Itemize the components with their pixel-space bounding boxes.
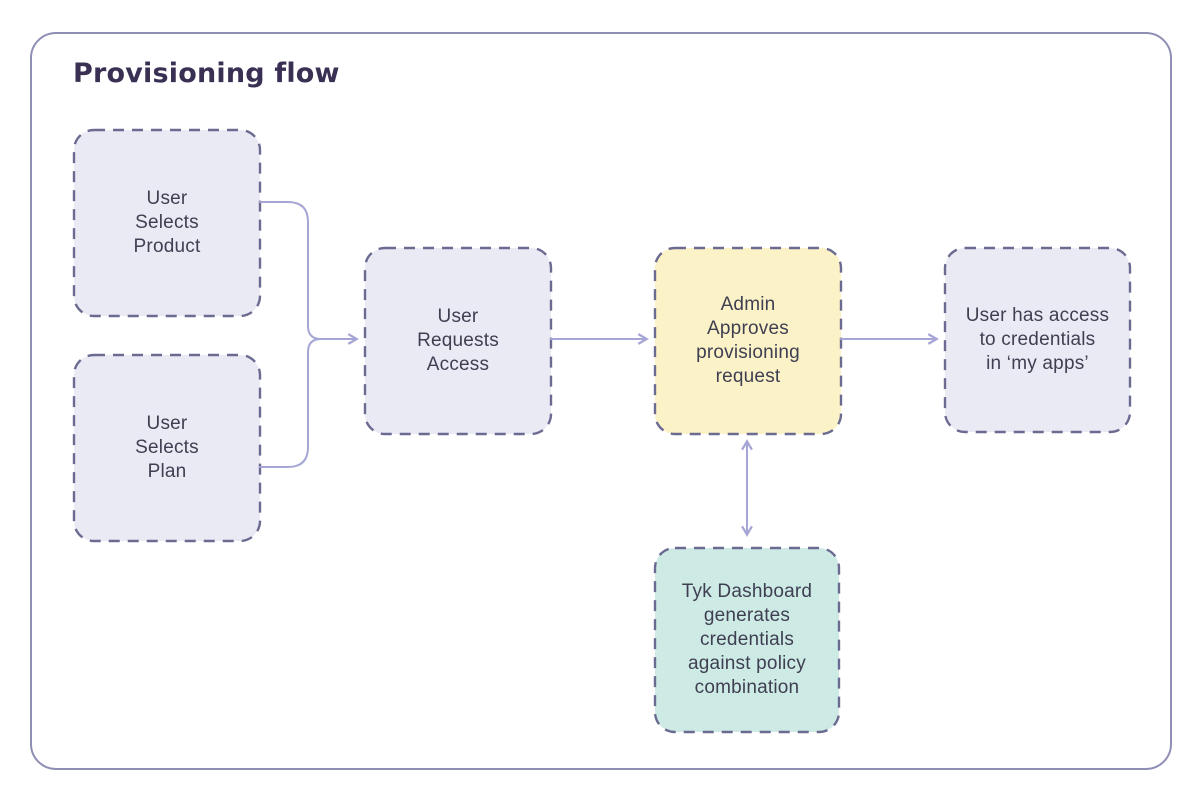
node-label-user-selects-product: User Selects Product xyxy=(133,188,201,257)
node-box-user-requests-access xyxy=(363,246,553,436)
node-box-admin-approves xyxy=(653,246,843,436)
node-box-user-selects-product xyxy=(72,128,262,318)
connector-product-to-request xyxy=(259,201,359,345)
node-box-user-has-access xyxy=(943,246,1132,434)
diagram-title: Provisioning flow xyxy=(73,58,340,89)
diagram-frame xyxy=(30,32,1172,770)
node-label-admin-approves: Admin Approves provisioning request xyxy=(696,294,800,387)
node-box-tyk-dashboard xyxy=(653,546,841,734)
node-label-user-requests-access: User Requests Access xyxy=(417,306,499,375)
node-label-user-selects-plan: User Selects Plan xyxy=(135,413,199,482)
node-box-user-selects-plan xyxy=(72,353,262,543)
node-label-tyk-dashboard: Tyk Dashboard generates credentials agai… xyxy=(681,581,813,698)
node-label-user-has-access: User has access to credentials in ‘my ap… xyxy=(965,305,1110,374)
connector-plan-to-request xyxy=(259,338,322,468)
